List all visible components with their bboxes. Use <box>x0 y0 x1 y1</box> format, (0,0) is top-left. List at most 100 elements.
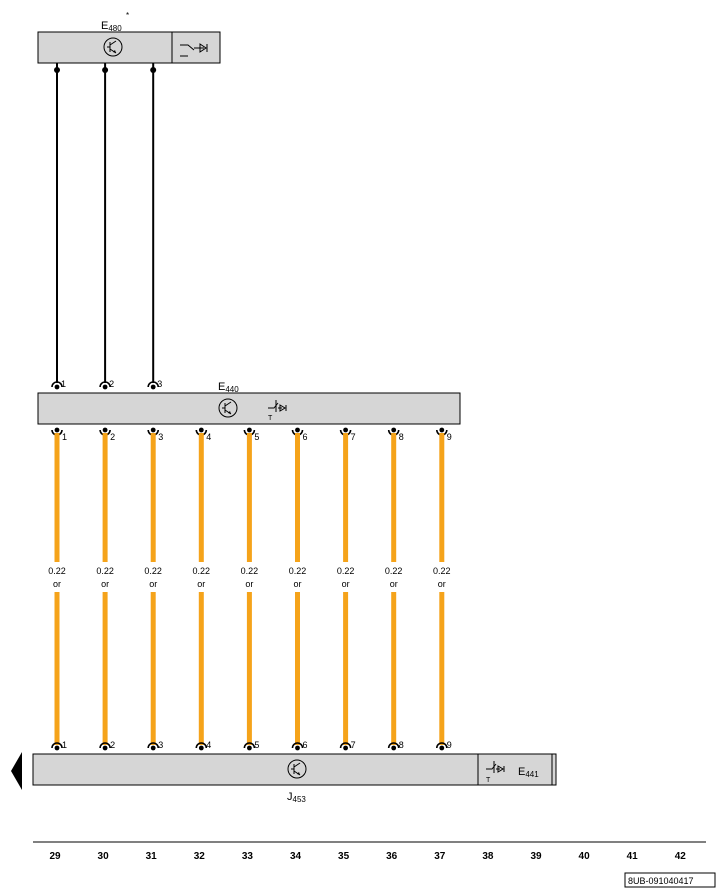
pin-terminal <box>99 742 111 751</box>
wires-layer: 1 2 3 1 0.22 or 1 2 0.22 or 2 3 0.22 or 3 4 0.22 or 4 5 0.22… <box>48 63 452 751</box>
wire-orange <box>198 433 204 562</box>
wire-orange <box>54 592 60 745</box>
pin-number: 8 <box>399 740 404 750</box>
pin-number: 1 <box>61 379 66 389</box>
pin-number: 4 <box>206 740 211 750</box>
pin-terminal <box>51 742 63 751</box>
wire-orange <box>150 592 156 745</box>
wire-size: 0.22 <box>144 566 162 576</box>
component-j453-label: J453 <box>287 791 306 804</box>
wire-orange <box>391 433 397 562</box>
wire-color-code: or <box>53 579 61 589</box>
pin-number: 1 <box>62 432 67 442</box>
trimmer-switch-icon: T <box>486 761 505 784</box>
component-e480-box <box>37 31 221 64</box>
column-number: 34 <box>290 851 302 862</box>
component-e480-mark: * <box>126 11 129 20</box>
pin-terminal <box>147 742 159 751</box>
wire-color-code: or <box>245 579 253 589</box>
pin-terminal <box>243 742 256 751</box>
wire-orange <box>295 592 300 745</box>
wire-orange <box>295 433 300 562</box>
wire-orange <box>439 433 445 562</box>
wire-size: 0.22 <box>48 566 66 576</box>
wire-orange <box>343 433 349 562</box>
pin-terminal <box>147 381 159 390</box>
svg-text:T: T <box>268 415 273 422</box>
pin-number: 7 <box>351 740 356 750</box>
column-number: 40 <box>579 851 591 862</box>
trimmer-switch-icon: T <box>268 400 287 422</box>
wire-color-code: or <box>342 579 350 589</box>
column-number: 38 <box>482 851 494 862</box>
pin-number: 2 <box>110 432 115 442</box>
column-number: 32 <box>194 851 206 862</box>
column-number: 37 <box>434 851 446 862</box>
pin-number: 3 <box>158 432 163 442</box>
column-number: 35 <box>338 851 350 862</box>
column-number: 36 <box>386 851 398 862</box>
pin-terminal <box>436 742 448 751</box>
wire-size: 0.22 <box>289 566 307 576</box>
wire-orange <box>391 592 397 745</box>
wire-color-code: or <box>197 579 205 589</box>
pin-number: 2 <box>110 740 115 750</box>
wire-size: 0.22 <box>96 566 114 576</box>
transistor-circle-icon <box>103 37 123 57</box>
wire-size: 0.22 <box>241 566 259 576</box>
wire-color-code: or <box>390 579 398 589</box>
column-number: 42 <box>675 851 687 862</box>
component-e440-box <box>37 392 461 425</box>
pin-number: 3 <box>158 740 163 750</box>
wire-orange <box>439 592 445 745</box>
switch-icon <box>180 43 208 57</box>
pin-number: 9 <box>447 432 452 442</box>
pin-terminal <box>99 381 111 390</box>
pin-terminal <box>291 742 304 751</box>
pin-number: 2 <box>109 379 114 389</box>
wire-size: 0.22 <box>193 566 211 576</box>
pin-number: 6 <box>303 432 308 442</box>
component-e440-label: E440 <box>218 381 239 394</box>
component-e480-label: E480 <box>101 20 122 33</box>
column-number: 29 <box>49 851 61 862</box>
column-number: 39 <box>530 851 542 862</box>
pin-number: 4 <box>206 432 211 442</box>
wire-orange <box>246 592 252 745</box>
wire-orange <box>54 433 60 562</box>
left-arrow-icon <box>11 752 22 790</box>
pin-number: 5 <box>254 740 259 750</box>
pin-number: 7 <box>351 432 356 442</box>
pin-number: 8 <box>399 432 404 442</box>
transistor-circle-icon <box>218 398 238 418</box>
wire-orange <box>102 592 108 745</box>
wire-color-code: or <box>438 579 446 589</box>
column-number: 33 <box>242 851 254 862</box>
pin-terminal <box>339 742 352 751</box>
component-e441-label: E441 <box>518 766 539 779</box>
wire-orange <box>343 592 349 745</box>
pin-terminal <box>51 381 63 390</box>
pin-number: 9 <box>447 740 452 750</box>
wire-orange <box>246 433 252 562</box>
wire-orange <box>198 592 204 745</box>
column-number: 30 <box>98 851 110 862</box>
pin-number: 6 <box>303 740 308 750</box>
wire-size: 0.22 <box>337 566 355 576</box>
wire-orange <box>102 433 108 562</box>
drawing-code: 8UB-091040417 <box>628 876 694 886</box>
pin-number: 1 <box>62 740 67 750</box>
pin-number: 3 <box>157 379 162 389</box>
wire-color-code: or <box>293 579 301 589</box>
wire-size: 0.22 <box>385 566 403 576</box>
drawing-code-box <box>624 872 716 888</box>
wire-color-code: or <box>101 579 109 589</box>
wire-size: 0.22 <box>433 566 451 576</box>
column-number: 41 <box>627 851 639 862</box>
svg-text:T: T <box>486 777 491 784</box>
wire-color-code: or <box>149 579 157 589</box>
wire-orange <box>150 433 156 562</box>
pin-terminal <box>387 742 400 751</box>
